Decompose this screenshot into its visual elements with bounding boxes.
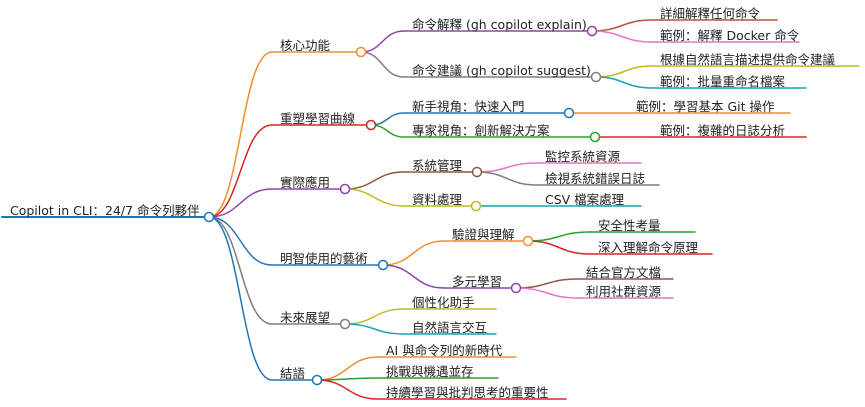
collapse-toggle[interactable]: [377, 259, 389, 271]
subtopic: 系統管理: [412, 158, 463, 173]
detail-item: 根據自然語言描述提供命令建議: [660, 52, 836, 67]
collapse-toggle[interactable]: [339, 183, 351, 195]
branch-connector: [208, 216, 273, 381]
detail-item: 監控系統資源: [545, 149, 621, 164]
detail-item: 詳細解釋任何命令: [660, 6, 761, 21]
detail-connector: [591, 30, 653, 43]
collapse-toggle[interactable]: [365, 119, 377, 131]
detail-connector: [595, 76, 653, 89]
collapse-toggle[interactable]: [311, 374, 323, 386]
detail-connector: [527, 240, 591, 255]
branch-topic: 重塑學習曲線: [280, 111, 356, 126]
detail-item: 深入理解命令原理: [598, 240, 699, 255]
detail-connector: [527, 231, 591, 242]
detail-item: 檢視系統錯誤日誌: [545, 171, 646, 186]
subtopic: 新手視角：快速入門: [412, 99, 525, 114]
subtopic: 個性化助手: [412, 295, 475, 310]
collapse-toggle[interactable]: [563, 107, 575, 119]
subtopic-connector: [370, 112, 405, 126]
collapse-toggle[interactable]: [203, 211, 215, 223]
detail-connector: [595, 65, 653, 78]
detail-connector: [515, 278, 579, 289]
branch-connector: [208, 124, 273, 218]
collapse-toggle[interactable]: [586, 25, 598, 37]
collapse-toggle[interactable]: [339, 318, 351, 330]
subtopic: 專家視角：創新解決方案: [412, 123, 550, 138]
subtopic-connector: [360, 51, 405, 78]
subtopic: 驗證與理解: [452, 227, 515, 242]
subtopic: 命令建議 (gh copilot suggest): [412, 63, 591, 78]
subtopic: 命令解釋 (gh copilot explain): [412, 17, 587, 32]
detail-item: 範例：複雜的日誌分析: [660, 123, 786, 138]
collapse-toggle[interactable]: [471, 166, 483, 178]
subtopic-connector: [344, 188, 405, 207]
subtopic: 持續學習與批判思考的重要性: [386, 385, 549, 400]
collapse-toggle[interactable]: [470, 200, 482, 212]
subtopic: 自然語言交互: [412, 320, 488, 335]
subtopic-connector: [344, 323, 405, 335]
subtopic: 資料處理: [412, 192, 463, 207]
branch-connector: [208, 216, 273, 266]
subtopic-connector: [370, 124, 405, 138]
subtopic-connector: [360, 30, 405, 53]
branch-connector: [208, 216, 273, 325]
detail-item: CSV 檔案處理: [545, 192, 625, 207]
subtopic-connector: [344, 171, 405, 190]
branch-topic: 明智使用的藝術: [280, 251, 368, 266]
collapse-toggle[interactable]: [510, 282, 522, 294]
root-topic: Copilot in CLI：24/7 命令列夥伴: [10, 203, 200, 218]
branch-topic: 未來展望: [280, 310, 331, 325]
collapse-toggle[interactable]: [522, 235, 534, 247]
detail-item: 結合官方文檔: [586, 265, 662, 280]
branch-topic: 實際應用: [280, 175, 331, 190]
branch-connector: [208, 51, 273, 218]
branch-topic: 結語: [280, 366, 306, 381]
detail-item: 範例：解釋 Docker 命令: [660, 28, 800, 43]
collapse-toggle[interactable]: [355, 46, 367, 58]
detail-connector: [591, 19, 653, 32]
collapse-toggle[interactable]: [589, 131, 601, 143]
detail-item: 利用社群資源: [586, 284, 662, 299]
collapse-toggle[interactable]: [590, 71, 602, 83]
subtopic-connector: [344, 308, 405, 325]
detail-item: 安全性考量: [598, 218, 661, 233]
branch-connector: [208, 188, 273, 218]
subtopic: AI 與命令列的新時代: [386, 343, 503, 358]
subtopic-connector: [316, 379, 379, 400]
detail-connector: [515, 287, 579, 299]
branch-topic: 核心功能: [280, 38, 331, 53]
subtopic-connector: [316, 356, 379, 381]
subtopic: 挑戰與機遇並存: [386, 364, 474, 379]
subtopic-connector: [382, 264, 445, 289]
subtopic-connector: [382, 240, 445, 266]
detail-connector: [476, 171, 538, 186]
detail-item: 範例：批量重命名檔案: [660, 74, 786, 89]
subtopic: 多元學習: [452, 274, 503, 289]
detail-connector: [476, 162, 538, 173]
detail-item: 範例：學習基本 Git 操作: [636, 99, 775, 114]
